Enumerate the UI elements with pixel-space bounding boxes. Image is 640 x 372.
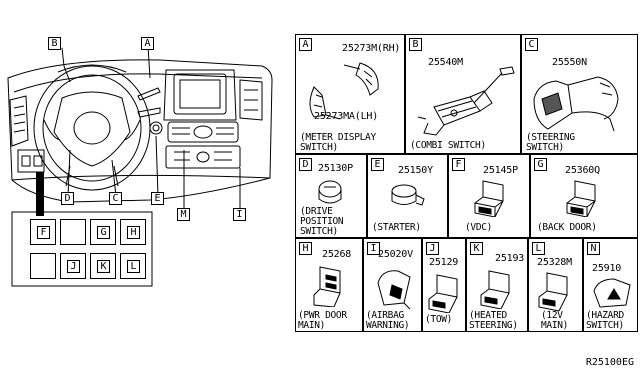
overview-label-m: M (177, 208, 190, 221)
legend-cell-k: K (90, 253, 116, 279)
starter-switch-drawing (391, 184, 425, 206)
cell-tag: K (470, 242, 483, 255)
cell-l-12v-main: L 25328M (12V MAIN) (528, 238, 583, 332)
overview-label-i: I (233, 208, 246, 221)
legend-cell-f: F (30, 219, 56, 245)
part-caption: (AIRBAG WARNING) (366, 310, 410, 331)
tow-switch-drawing (428, 274, 458, 313)
part-number: 25150Y (398, 165, 433, 176)
steering-switch-drawing (533, 76, 619, 132)
overview-label-d: D (61, 192, 74, 205)
cell-d-drive-position-switch: D 25130P (DRIVE POSITION SWITCH) (295, 154, 367, 238)
part-number: 25273M(RH) (342, 43, 401, 54)
part-number-2: 25273MA(LH) (314, 111, 379, 122)
cell-tag: I (367, 242, 380, 255)
airbag-warning-drawing (377, 270, 411, 310)
cell-tag: H (299, 242, 312, 255)
cell-tag: D (299, 158, 312, 171)
part-caption: (STARTER) (372, 222, 421, 233)
back-door-switch-drawing (566, 180, 596, 217)
part-number: 25328M (537, 257, 572, 268)
cell-f-vdc: F 25145P (VDC) (448, 154, 530, 238)
meter-display-switch-drawing (309, 62, 379, 120)
part-number: 25193 (495, 253, 525, 264)
cell-a-meter-display-switch: A 25273M(RH) 25273MA(LH) (METER DISPLAY … (295, 34, 405, 154)
cell-tag: C (525, 38, 538, 51)
legend-cell-blank-2 (30, 253, 56, 279)
cell-tag: E (371, 158, 384, 171)
cell-g-back-door: G 25360Q (BACK DOOR) (530, 154, 638, 238)
part-caption: (HEATED STEERING) (469, 310, 518, 331)
legend-label-g: G (97, 226, 110, 239)
cell-tag: B (409, 38, 422, 51)
cell-k-heated-steering: K 25193 (HEATED STEERING) (466, 238, 528, 332)
pwr-door-switch-drawing (313, 266, 341, 307)
legend-cell-j: J (60, 253, 86, 279)
part-caption: (TOW) (425, 314, 453, 325)
cell-e-starter: E 25150Y (STARTER) (367, 154, 448, 238)
part-number: 25020V (378, 249, 413, 260)
cell-h-pwr-door-main: H 25268 (PWR DOOR MAIN) (295, 238, 363, 332)
cell-b-combi-switch: B 25540M (COMBI SWITCH) (405, 34, 521, 154)
cell-tag: N (587, 242, 600, 255)
part-caption: (VDC) (465, 222, 493, 233)
legend-cell-l: L (120, 253, 146, 279)
legend-cell-g: G (90, 219, 116, 245)
part-caption: (BACK DOOR) (537, 222, 597, 233)
part-number: 25540M (428, 57, 463, 68)
12v-main-switch-drawing (538, 272, 568, 311)
part-number: 25360Q (565, 165, 600, 176)
cell-n-hazard-switch: N 25910 (HAZARD SWITCH) (583, 238, 638, 332)
cell-tag: F (452, 158, 465, 171)
part-caption: (STEERING SWITCH) (526, 132, 575, 153)
part-caption: (12V MAIN) (541, 310, 569, 331)
part-number: 25129 (429, 257, 459, 268)
overview-label-a: A (141, 37, 154, 50)
cell-i-airbag-warning: I 25020V (AIRBAG WARNING) (363, 238, 422, 332)
cell-tag: L (532, 242, 545, 255)
legend-cell-blank (60, 219, 86, 245)
part-caption: (DRIVE POSITION SWITCH) (300, 206, 344, 237)
vdc-switch-drawing (474, 180, 504, 217)
part-caption: (PWR DOOR MAIN) (298, 310, 347, 331)
part-caption: (HAZARD SWITCH) (586, 310, 624, 331)
hazard-switch-drawing (593, 278, 631, 308)
overview-label-c: C (109, 192, 122, 205)
cell-tag: G (534, 158, 547, 171)
legend-label-k: K (97, 260, 110, 273)
legend-label-l: L (127, 260, 140, 273)
legend-label-f: F (37, 226, 50, 239)
cell-tag: A (299, 38, 312, 51)
part-number: 25550N (552, 57, 587, 68)
cell-c-steering-switch: C 25550N (STEERING SWITCH) (521, 34, 638, 154)
legend-cell-h: H (120, 219, 146, 245)
legend-label-j: J (67, 260, 80, 273)
part-number: 25268 (322, 249, 352, 260)
combi-switch-drawing (417, 66, 515, 136)
cell-tag: J (426, 242, 439, 255)
part-number: 25130P (318, 163, 353, 174)
overview-label-e: E (151, 192, 164, 205)
drive-position-switch-drawing (318, 180, 342, 204)
legend-label-h: H (127, 226, 140, 239)
heated-steering-switch-drawing (480, 270, 510, 309)
part-number: 25910 (592, 263, 622, 274)
part-caption: (COMBI SWITCH) (410, 140, 486, 151)
part-caption: (METER DISPLAY SWITCH) (300, 132, 376, 153)
overview-label-b: B (48, 37, 61, 50)
reference-code: R25100EG (585, 357, 634, 368)
cell-j-tow: J 25129 (TOW) (422, 238, 466, 332)
part-number: 25145P (483, 165, 518, 176)
